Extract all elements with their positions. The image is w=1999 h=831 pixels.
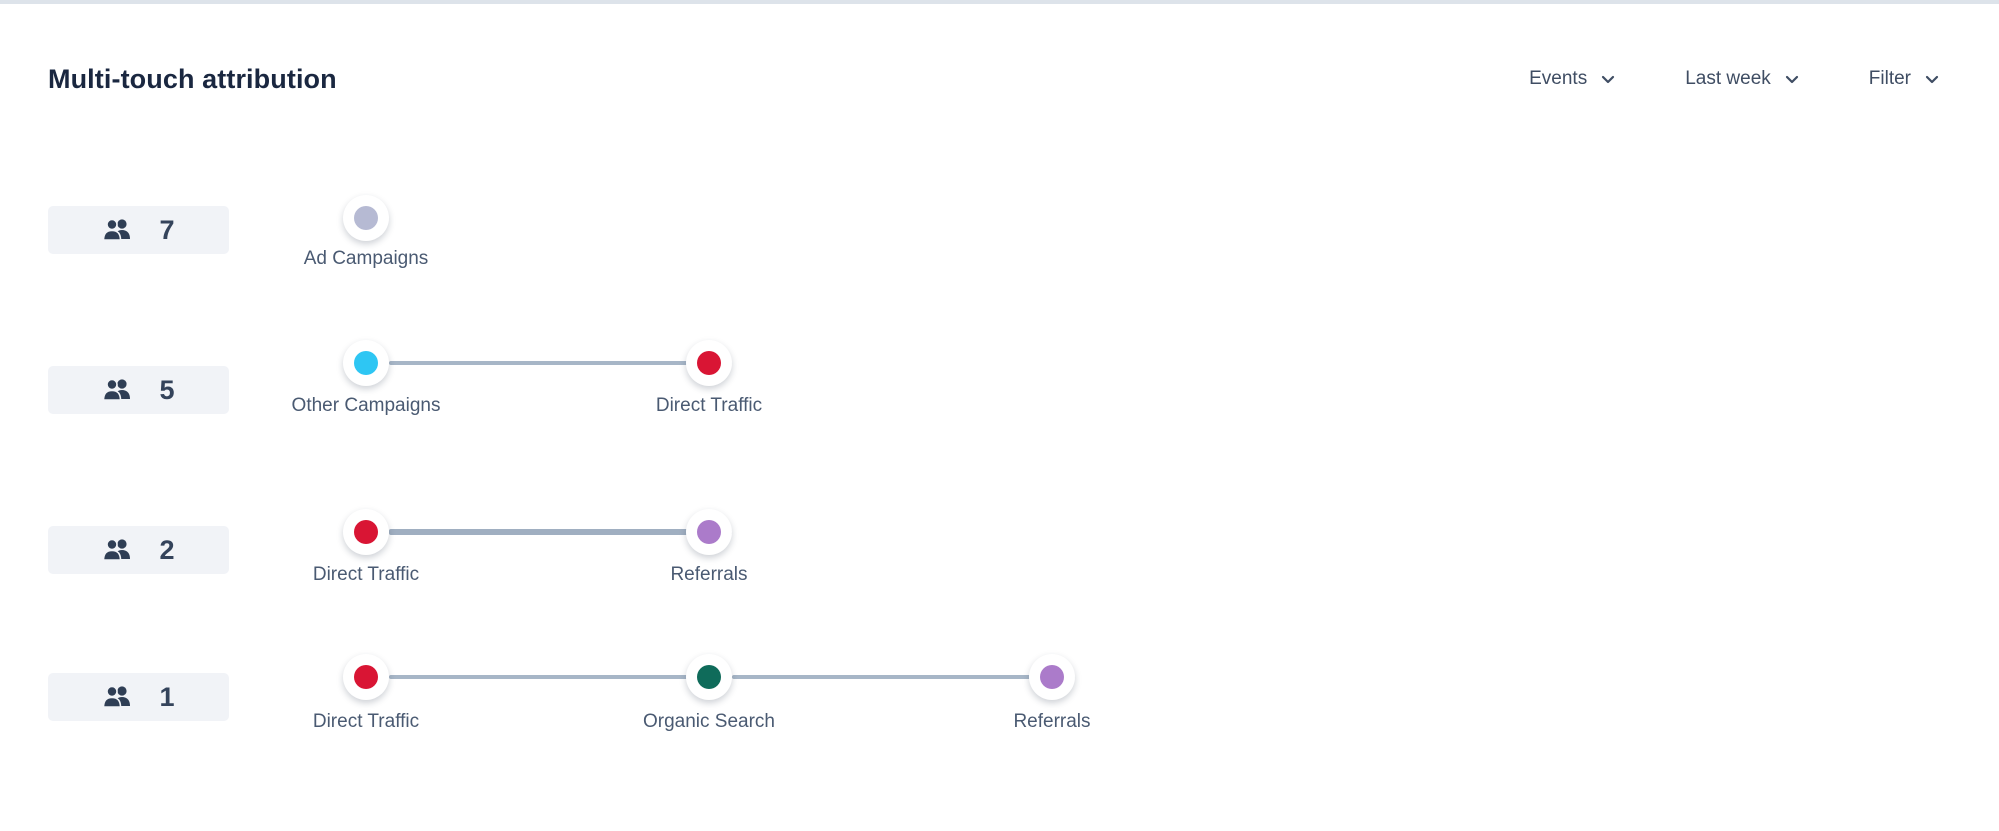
- user-count-badge: 2: [48, 526, 229, 574]
- user-count: 5: [159, 374, 175, 405]
- touchpoint-node[interactable]: [686, 509, 732, 555]
- events-dropdown-label: Events: [1529, 68, 1588, 89]
- users-icon: [102, 685, 130, 708]
- path-connector: [389, 675, 732, 679]
- touchpoint-label: Referrals: [670, 564, 748, 585]
- events-dropdown[interactable]: Events: [1529, 68, 1615, 90]
- touch-path: Direct Traffic Referrals: [48, 509, 1248, 646]
- touchpoint-node[interactable]: [343, 340, 389, 386]
- attribution-row: 5 Other Campaigns Direct Traffic: [48, 340, 1951, 426]
- path-connector: [732, 675, 1075, 679]
- chevron-down-icon: [1925, 75, 1939, 83]
- page-title: Multi-touch attribution: [48, 63, 337, 94]
- header: Multi-touch attribution Events Last week…: [48, 44, 1951, 114]
- channel-dot-ad-campaigns: [354, 206, 378, 230]
- user-count-badge: 1: [48, 673, 229, 721]
- touchpoint-node[interactable]: [686, 654, 732, 700]
- path-connector: [389, 361, 732, 365]
- attribution-row: 1 Direct Traffic Organic Search Referral…: [48, 654, 1951, 733]
- touchpoint-node[interactable]: [343, 509, 389, 555]
- channel-dot-direct-traffic: [354, 665, 378, 689]
- user-count: 1: [159, 681, 175, 712]
- filter-dropdown-label: Filter: [1868, 68, 1911, 89]
- touchpoint-node[interactable]: [686, 340, 732, 386]
- channel-dot-other-campaigns: [354, 351, 378, 375]
- touchpoint-label: Ad Campaigns: [303, 248, 429, 269]
- touchpoint-label: Direct Traffic: [655, 395, 763, 416]
- users-icon: [102, 538, 130, 561]
- touchpoint-label: Other Campaigns: [291, 395, 441, 416]
- path-connector: [389, 529, 732, 535]
- channel-dot-referrals: [697, 520, 721, 544]
- user-count: 7: [159, 214, 175, 245]
- touchpoint-label: Direct Traffic: [312, 711, 420, 732]
- touchpoint-label: Organic Search: [642, 711, 775, 732]
- touch-path: Ad Campaigns: [48, 195, 1248, 326]
- filter-dropdown[interactable]: Filter: [1869, 68, 1939, 90]
- user-count-badge: 7: [48, 206, 229, 254]
- touchpoint-label: Referrals: [1013, 711, 1091, 732]
- date-range-dropdown-label: Last week: [1685, 68, 1771, 89]
- date-range-dropdown[interactable]: Last week: [1685, 68, 1799, 90]
- users-icon: [102, 218, 130, 241]
- channel-dot-organic-search: [697, 665, 721, 689]
- user-count-badge: 5: [48, 366, 229, 414]
- touchpoint-label: Direct Traffic: [312, 564, 420, 585]
- users-icon: [102, 378, 130, 401]
- channel-dot-referrals: [1040, 665, 1064, 689]
- user-count: 2: [159, 534, 175, 565]
- attribution-row: 7 Ad Campaigns: [48, 195, 1951, 269]
- chevron-down-icon: [1602, 75, 1615, 83]
- channel-dot-direct-traffic: [697, 351, 721, 375]
- touchpoint-node[interactable]: [1029, 654, 1075, 700]
- touchpoint-node[interactable]: [343, 654, 389, 700]
- channel-dot-direct-traffic: [354, 520, 378, 544]
- toolbar-controls: Events Last week Filter: [1529, 68, 1939, 90]
- chevron-down-icon: [1785, 75, 1798, 83]
- touch-path: Other Campaigns Direct Traffic: [48, 340, 1248, 486]
- attribution-row: 2 Direct Traffic Referrals: [48, 509, 1951, 586]
- touchpoint-node[interactable]: [343, 195, 389, 241]
- touch-path: Direct Traffic Organic Search Referrals: [48, 654, 1248, 793]
